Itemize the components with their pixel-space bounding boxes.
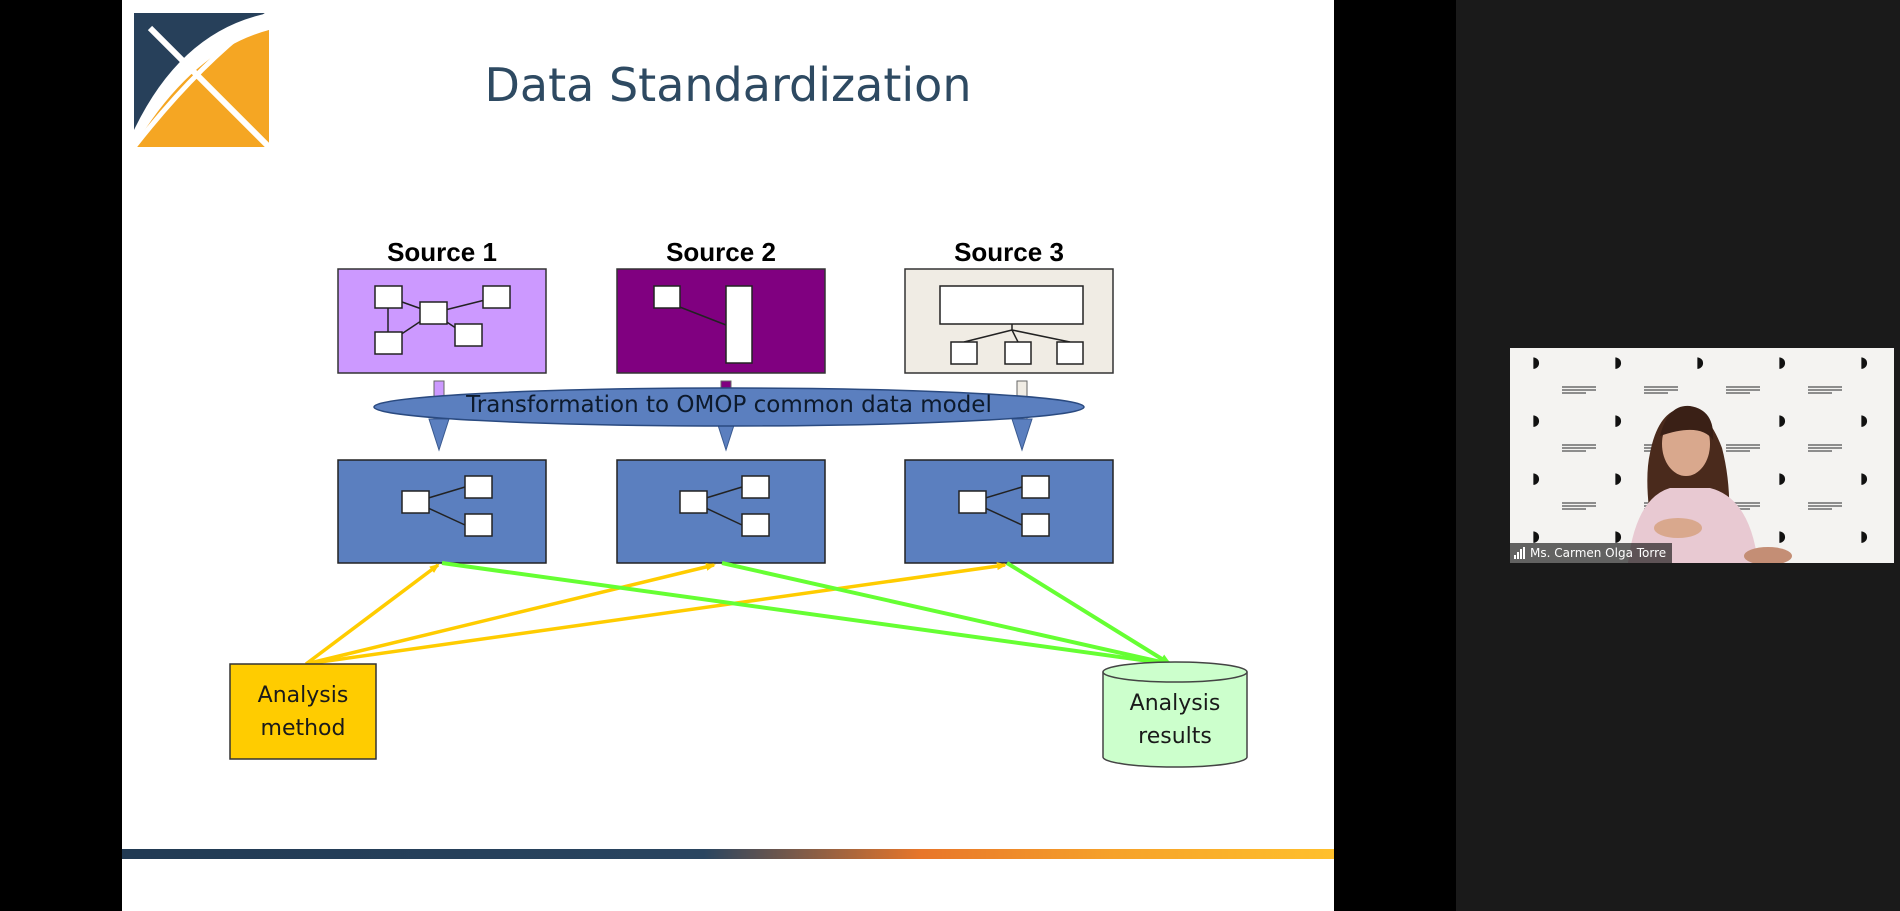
results-arrows — [441, 561, 1172, 668]
backdrop-caption-icon — [1562, 502, 1596, 510]
backdrop-logo-icon: ◗ — [1860, 527, 1868, 545]
backdrop-logo-icon: ◗ — [1778, 411, 1786, 429]
source-2-box — [616, 268, 826, 374]
backdrop-logo-icon: ◗ — [1860, 411, 1868, 429]
analysis-results-label: Analysis results — [1103, 687, 1247, 753]
backdrop-logo-icon: ◗ — [1532, 527, 1540, 545]
backdrop-caption-icon — [1808, 444, 1842, 452]
backdrop-caption-icon — [1644, 386, 1678, 394]
participant-video — [1628, 405, 1792, 563]
analysis-results-cylinder — [1102, 661, 1248, 768]
backdrop-logo-icon: ◗ — [1696, 353, 1704, 371]
analysis-method-label: Analysis method — [230, 679, 376, 745]
ohdsi-logo — [132, 10, 272, 150]
backdrop-logo-icon: ◗ — [1614, 411, 1622, 429]
backdrop-caption-icon — [1808, 386, 1842, 394]
shared-slide: Data Standardization Source 1 Source 2 S… — [122, 0, 1334, 911]
cdm-box-2 — [616, 459, 826, 564]
signal-strength-icon — [1514, 547, 1526, 559]
backdrop-logo-icon: ◗ — [1860, 353, 1868, 371]
backdrop-caption-icon — [1726, 386, 1760, 394]
backdrop-caption-icon — [1562, 444, 1596, 452]
slide-footer-bar — [122, 849, 1334, 859]
transformation-label: Transformation to OMOP common data model — [466, 392, 992, 418]
source-3-box — [904, 268, 1114, 374]
source-1-label: Source 1 — [387, 237, 497, 267]
backdrop-logo-icon: ◗ — [1532, 411, 1540, 429]
backdrop-logo-icon: ◗ — [1778, 469, 1786, 487]
analysis-method-line-1: Analysis — [257, 683, 349, 708]
participant-name-tag: Ms. Carmen Olga Torre — [1510, 543, 1673, 563]
cdm-box-3 — [904, 459, 1114, 564]
source-2-label: Source 2 — [666, 237, 776, 267]
backdrop-logo-icon: ◗ — [1778, 527, 1786, 545]
slide-title: Data Standardization — [484, 58, 972, 112]
source-3-label: Source 3 — [954, 237, 1064, 267]
transformation-ellipse — [373, 387, 1085, 427]
backdrop-logo-icon: ◗ — [1532, 469, 1540, 487]
backdrop-logo-icon: ◗ — [1860, 469, 1868, 487]
analysis-results-line-1: Analysis — [1129, 691, 1221, 716]
cdm-box-1 — [337, 459, 547, 564]
backdrop-logo-icon: ◗ — [1778, 353, 1786, 371]
backdrop-logo-icon: ◗ — [1614, 353, 1622, 371]
backdrop-caption-icon — [1808, 502, 1842, 510]
analysis-method-line-2: method — [260, 716, 346, 741]
backdrop-caption-icon — [1726, 444, 1760, 452]
participant-name: Ms. Carmen Olga Torre — [1530, 546, 1667, 560]
backdrop-logo-icon: ◗ — [1532, 353, 1540, 371]
analysis-method-box — [229, 663, 377, 760]
analysis-results-line-2: results — [1138, 724, 1212, 749]
backdrop-logo-icon: ◗ — [1614, 469, 1622, 487]
backdrop-logo-icon: ◗ — [1614, 527, 1622, 545]
participant-video-tile[interactable]: ◗◗◗◗◗◗◗◗◗◗◗◗◗◗◗◗◗◗◗◗ Ms. Carmen Olga Tor… — [1510, 348, 1894, 563]
slide-diagram — [132, 10, 1248, 768]
source-1-box — [337, 268, 547, 374]
backdrop-caption-icon — [1562, 386, 1596, 394]
method-arrows — [304, 562, 1007, 666]
